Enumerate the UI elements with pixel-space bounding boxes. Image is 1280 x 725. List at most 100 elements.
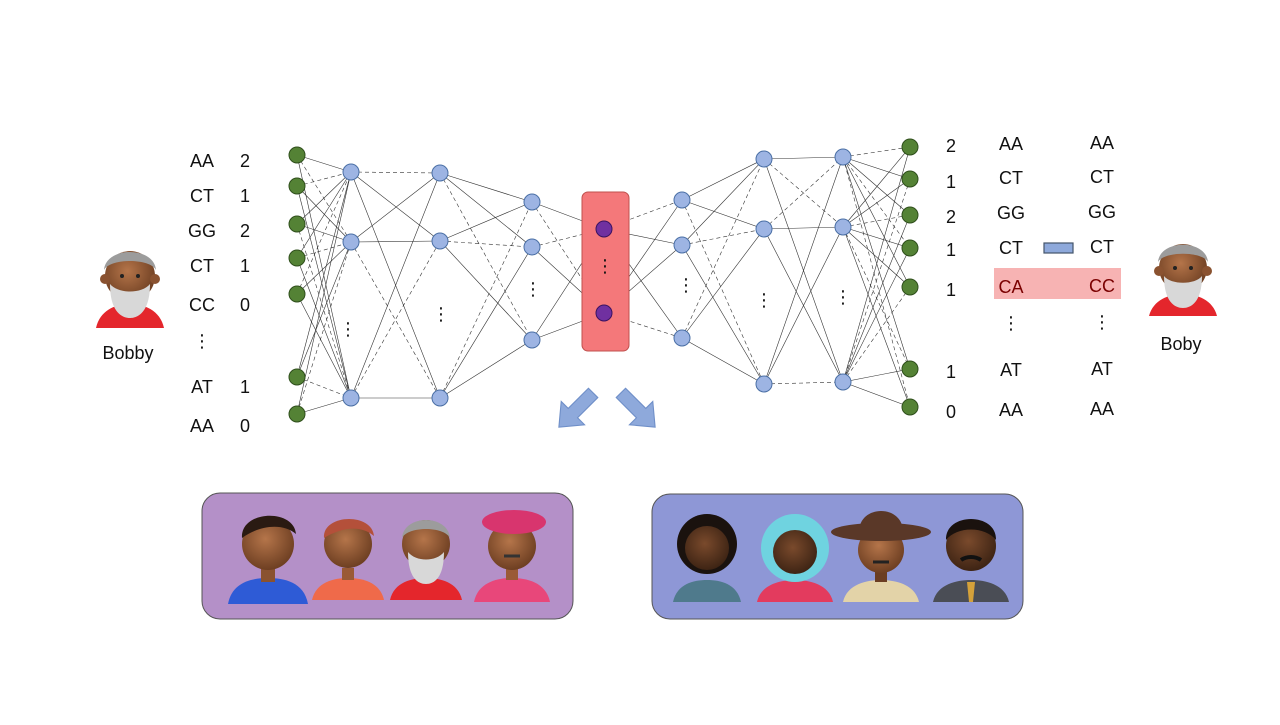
network-edge bbox=[842, 214, 911, 383]
network-ellipsis-glyph: ⋮ bbox=[596, 256, 614, 276]
network-edge bbox=[296, 154, 352, 173]
output-genotype-value: 1 bbox=[946, 280, 956, 300]
output-genotype-value: 2 bbox=[946, 207, 956, 227]
input-genotype-value: 1 bbox=[240, 186, 250, 206]
output-node bbox=[901, 206, 919, 224]
hidden-node bbox=[755, 220, 773, 238]
network-edge bbox=[842, 214, 911, 228]
redhead-orange-shirt-avatar-icon bbox=[312, 518, 384, 600]
network-edge bbox=[842, 226, 911, 408]
output-node bbox=[901, 170, 919, 188]
network-edge bbox=[296, 154, 352, 399]
network-edge bbox=[296, 171, 352, 378]
network-edge bbox=[439, 201, 533, 399]
output-genotype-value: 0 bbox=[946, 402, 956, 422]
network-edge bbox=[350, 171, 441, 242]
network-edge bbox=[296, 223, 352, 399]
input-genotype-value: 2 bbox=[240, 151, 250, 171]
reconstructed-snp-label: ⋮ bbox=[1002, 313, 1020, 333]
hidden-node bbox=[834, 218, 852, 236]
hidden-node bbox=[673, 329, 691, 347]
input-snp-label: CT bbox=[190, 256, 214, 276]
network-edge bbox=[296, 257, 352, 399]
hidden-node bbox=[431, 164, 449, 182]
beret-artist-avatar-icon bbox=[474, 510, 550, 602]
input-genotype-value: 0 bbox=[240, 416, 250, 436]
hidden-node bbox=[834, 373, 852, 391]
reconstructed-snp-label: CA bbox=[998, 277, 1023, 297]
network-edge bbox=[531, 228, 605, 248]
input-snp-label: GG bbox=[188, 221, 216, 241]
network-edge bbox=[350, 172, 441, 399]
network-edge bbox=[842, 226, 911, 249]
output-genotype-value: 1 bbox=[946, 240, 956, 260]
network-edge bbox=[842, 247, 911, 383]
original-snp-label: ⋮ bbox=[1093, 312, 1111, 332]
input-node bbox=[288, 405, 306, 423]
input-node bbox=[288, 215, 306, 233]
network-edge bbox=[439, 339, 533, 399]
network-edge bbox=[296, 171, 352, 415]
right-person-name: Boby bbox=[1160, 334, 1201, 354]
network-edge bbox=[681, 228, 765, 339]
original-snp-label: AA bbox=[1090, 133, 1114, 153]
input-genotype-value: 1 bbox=[240, 377, 250, 397]
network-edge bbox=[350, 241, 441, 399]
hidden-node bbox=[523, 193, 541, 211]
network-edge bbox=[296, 397, 352, 415]
hidden-node bbox=[342, 163, 360, 181]
network-edge bbox=[439, 172, 533, 341]
network-edge bbox=[439, 172, 533, 203]
network-edge bbox=[296, 154, 352, 243]
input-node bbox=[288, 146, 306, 164]
network-edge bbox=[681, 199, 765, 385]
network-edge bbox=[763, 226, 844, 385]
network-edge bbox=[296, 241, 352, 378]
network-edge bbox=[842, 156, 911, 288]
hidden-node bbox=[431, 232, 449, 250]
output-genotype-value: 2 bbox=[946, 136, 956, 156]
hidden-node bbox=[523, 238, 541, 256]
original-snp-label: AA bbox=[1090, 399, 1114, 419]
input-genotype-value: 2 bbox=[240, 221, 250, 241]
output-node bbox=[901, 239, 919, 257]
bobby-avatar bbox=[96, 251, 164, 328]
network-edge bbox=[842, 156, 911, 180]
network-edge bbox=[350, 240, 441, 243]
network-edge bbox=[681, 337, 765, 385]
bearded-grandpa-avatar-icon bbox=[96, 251, 164, 328]
network-edge bbox=[439, 172, 533, 248]
output-node bbox=[901, 138, 919, 156]
network-edge bbox=[842, 146, 911, 383]
input-snp-label: AA bbox=[190, 151, 214, 171]
hidden-node bbox=[673, 191, 691, 209]
curly-hair-woman-avatar-icon bbox=[673, 514, 741, 602]
boby-avatar bbox=[1149, 244, 1217, 316]
input-snp-label: ⋮ bbox=[193, 331, 211, 351]
reconstructed-snp-label: AA bbox=[999, 134, 1023, 154]
network-edge bbox=[296, 171, 352, 225]
reconstructed-snp-label: AA bbox=[999, 400, 1023, 420]
output-node bbox=[901, 278, 919, 296]
hidden-node bbox=[342, 233, 360, 251]
latent-node bbox=[595, 304, 613, 322]
difference-minus-icon bbox=[1043, 242, 1074, 254]
network-edge bbox=[763, 226, 844, 230]
network-edge bbox=[439, 240, 533, 248]
network-edge bbox=[296, 171, 352, 295]
network-edge bbox=[681, 244, 765, 385]
input-node bbox=[288, 177, 306, 195]
original-snp-label: AT bbox=[1091, 359, 1113, 379]
network-ellipsis-glyph: ⋮ bbox=[432, 304, 450, 324]
network-ellipsis: ⋮⋮⋮⋮⋮⋮⋮ bbox=[339, 256, 852, 339]
reconstructed-snp-label: AT bbox=[1000, 360, 1022, 380]
network-nodes bbox=[288, 138, 919, 423]
network-edge bbox=[842, 381, 911, 408]
network-edge bbox=[296, 241, 352, 415]
network-edge bbox=[842, 178, 911, 383]
arrow-to-left-cluster bbox=[558, 387, 599, 428]
network-edge bbox=[350, 171, 441, 174]
network-edge bbox=[763, 156, 844, 160]
network-edge bbox=[350, 240, 441, 399]
